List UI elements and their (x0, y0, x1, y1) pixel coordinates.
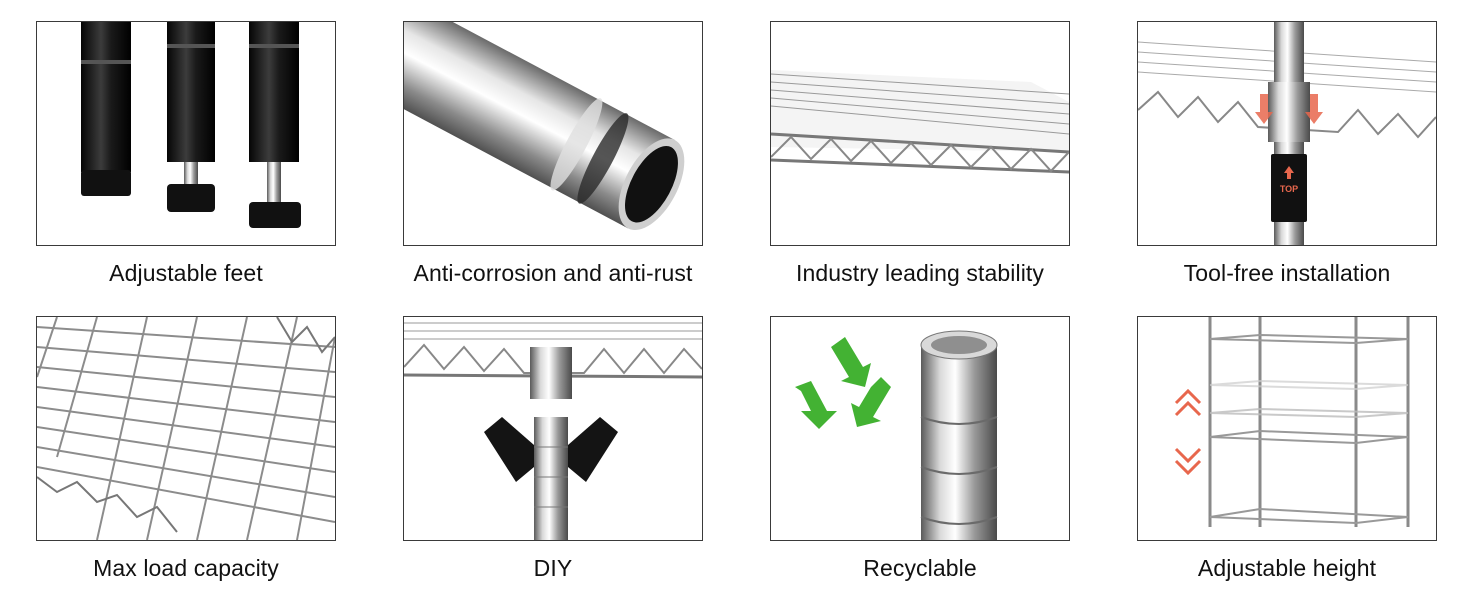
sleeve-on-pole-image: TOP (1137, 21, 1437, 246)
adjustable-feet-image (36, 21, 336, 246)
feature-caption: Adjustable feet (109, 260, 263, 286)
arrow-down-icon (1255, 94, 1323, 124)
feature-tile-diy: DIY (403, 316, 703, 582)
feature-tile-adjustable-feet: Adjustable feet (36, 21, 336, 287)
feature-tile-anti-corrosion: Anti-corrosion and anti-rust (403, 21, 703, 287)
chevron-down-icon (1174, 447, 1202, 476)
black-leg-3 (249, 22, 301, 228)
recycle-icon (795, 337, 891, 429)
recyclable-image (770, 316, 1070, 541)
feature-caption: Recyclable (863, 555, 977, 581)
feature-caption: Adjustable height (1197, 555, 1377, 581)
feature-tile-tool-free: TOP Tool-free installation (1137, 21, 1437, 287)
feature-caption: Industry leading stability (795, 260, 1045, 286)
feature-caption: DIY (533, 555, 573, 581)
feature-tile-max-load: Max load capacity (36, 316, 336, 582)
wire-shelf-edge-image (770, 21, 1070, 246)
tube-cross-section-image (403, 21, 703, 246)
black-leg-2 (167, 22, 215, 212)
plastic-clip-right (568, 417, 618, 482)
wire-grid-lines (37, 317, 335, 540)
chrome-pole (920, 330, 998, 540)
plastic-clip-left (484, 417, 534, 482)
feature-tile-adjustable-height: Adjustable height (1137, 316, 1437, 582)
connector-clips-image (403, 316, 703, 541)
black-leg-1 (81, 22, 131, 196)
feature-caption: Max load capacity (93, 555, 279, 581)
top-badge: TOP (1280, 184, 1298, 194)
feature-tile-stability: Industry leading stability (770, 21, 1070, 287)
wire-grid-image (36, 316, 336, 541)
feature-caption: Anti-corrosion and anti-rust (413, 260, 693, 286)
shelving-posts (1208, 317, 1410, 527)
feature-caption: Tool-free installation (1183, 260, 1391, 286)
shelf-levels (1209, 333, 1409, 525)
shelving-unit-image (1137, 316, 1437, 541)
chevron-up-icon (1174, 388, 1202, 417)
feature-tile-recyclable: Recyclable (770, 316, 1070, 582)
